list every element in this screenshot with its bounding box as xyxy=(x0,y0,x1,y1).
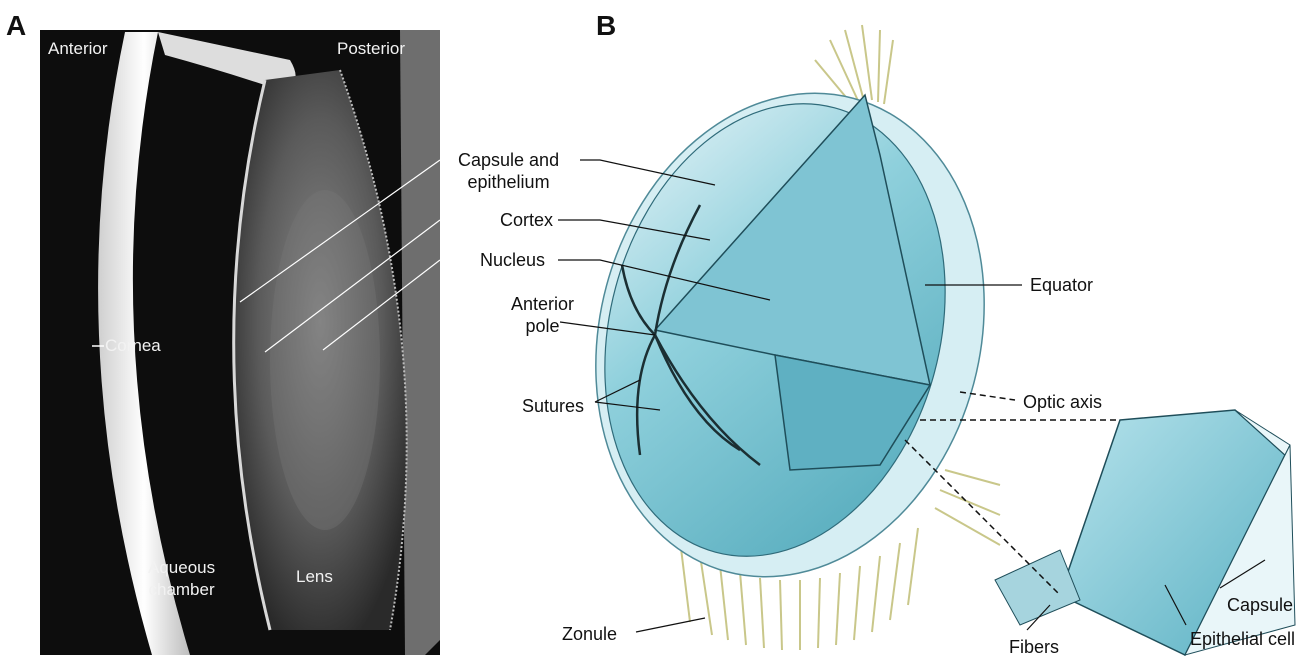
capsule-line-2: epithelium xyxy=(458,171,559,193)
label-fibers: Fibers xyxy=(1009,636,1059,658)
panel-a-letter: A xyxy=(6,10,26,42)
label-cornea: Cornea xyxy=(105,335,161,357)
label-capsule: Capsule xyxy=(1227,594,1293,616)
label-sutures: Sutures xyxy=(522,395,584,417)
label-posterior: Posterior xyxy=(337,38,405,60)
label-anterior: Anterior xyxy=(48,38,108,60)
label-lens: Lens xyxy=(296,566,333,588)
slit-lamp-photo xyxy=(40,30,440,655)
label-capsule-epithelium: Capsule and epithelium xyxy=(458,149,559,193)
label-nucleus: Nucleus xyxy=(480,249,545,271)
label-aqueous-chamber: Aqueous chamber xyxy=(148,557,215,601)
fiber-bundle xyxy=(995,550,1080,625)
capsule-line-1: Capsule and xyxy=(458,149,559,171)
label-anterior-pole: Anterior pole xyxy=(511,293,574,337)
label-optic-axis: Optic axis xyxy=(1023,391,1102,413)
label-equator: Equator xyxy=(1030,274,1093,296)
photo-edge-right xyxy=(400,30,440,655)
aqueous-line-1: Aqueous xyxy=(148,557,215,579)
anterior-pole-line-2: pole xyxy=(511,315,574,337)
anterior-pole-line-1: Anterior xyxy=(511,293,574,315)
aqueous-line-2: chamber xyxy=(148,579,215,601)
label-zonule: Zonule xyxy=(562,623,617,645)
label-cortex: Cortex xyxy=(500,209,553,231)
label-epithelial-cell: Epithelial cell xyxy=(1190,628,1295,650)
